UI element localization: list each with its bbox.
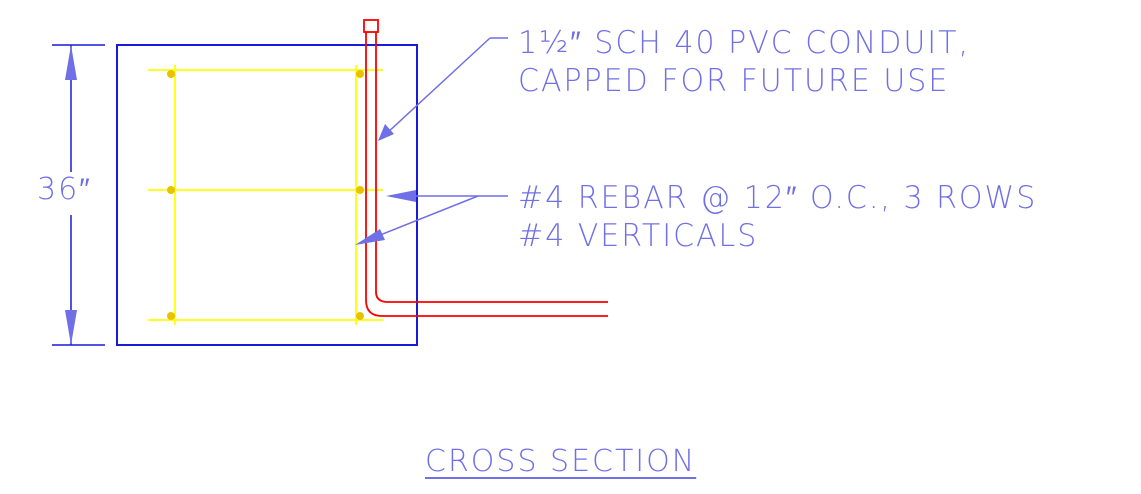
conduit-note-line-1: 1½″ SCH 40 PVC CONDUIT, bbox=[518, 24, 970, 62]
leader-conduit-arrow bbox=[378, 124, 394, 141]
dimension-36 bbox=[52, 44, 105, 346]
concrete-outline bbox=[116, 44, 418, 346]
drawing-title: CROSS SECTION bbox=[425, 444, 697, 479]
dimension-arrow-bottom bbox=[65, 310, 77, 345]
leader-conduit bbox=[378, 37, 508, 141]
conduit-note-line-2: CAPPED FOR FUTURE USE bbox=[518, 62, 950, 100]
leader-rebar bbox=[355, 190, 508, 245]
rebar-note-line-1: #4 REBAR @ 12″ O.C., 3 ROWS bbox=[518, 179, 1038, 217]
dimension-label: 36″ bbox=[37, 172, 92, 207]
rebar-bar-dots bbox=[167, 70, 364, 320]
rebar-note-line-2: #4 VERTICALS bbox=[518, 217, 759, 255]
leader-rebar-arrow-2 bbox=[355, 229, 385, 245]
conduit-cap bbox=[363, 19, 379, 33]
leader-rebar-arrow-1 bbox=[386, 190, 416, 202]
rebar-cage bbox=[148, 65, 383, 325]
dimension-arrow-top bbox=[65, 45, 77, 80]
pvc-conduit bbox=[363, 19, 608, 317]
